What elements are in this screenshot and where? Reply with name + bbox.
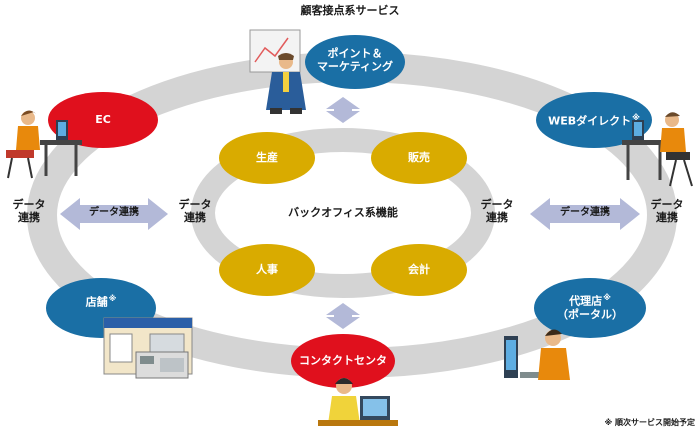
node-web-direct — [536, 92, 652, 148]
web-direct-label: WEBダイレクト※ — [536, 113, 652, 128]
footnote: ※ 順次サービス開始予定 — [604, 418, 695, 427]
hr-label: 人事 — [256, 263, 278, 276]
agency-label: 代理店※ （ポータル） — [534, 293, 646, 321]
store-illustration — [103, 317, 193, 379]
top-double-arrow — [326, 97, 360, 123]
accounting-label: 会計 — [408, 263, 430, 276]
back-office-label: バックオフィス系機能 — [288, 206, 398, 219]
production-label: 生産 — [256, 151, 278, 164]
store-label: 店舗※ — [46, 294, 156, 309]
point-marketing-line1: ポイント＆ — [327, 47, 383, 60]
data-link-far-left: データ連携 — [12, 198, 46, 225]
contact-center-illustration — [318, 378, 398, 426]
node-accounting — [371, 244, 467, 296]
data-link-right-arrow-label: データ連携 — [560, 207, 610, 218]
data-link-inner-right: データ連携 — [480, 198, 514, 225]
ec-user-illustration — [6, 110, 82, 179]
presenter-illustration — [249, 29, 306, 114]
agency-line1: 代理店 — [569, 294, 603, 308]
node-point-marketing — [305, 35, 405, 89]
node-hr — [219, 244, 315, 296]
right-double-arrow — [530, 198, 640, 230]
point-marketing-label: ポイント＆ マーケティング — [305, 47, 405, 73]
agency-line2: （ポータル） — [557, 307, 623, 321]
data-link-far-right: データ連携 — [650, 198, 684, 225]
web-user-illustration — [622, 112, 693, 187]
ec-label: EC — [95, 113, 111, 126]
node-production — [219, 132, 315, 184]
node-ec — [48, 92, 158, 148]
contact-center-label: コンタクトセンタ — [299, 354, 387, 367]
store-mark: ※ — [108, 294, 117, 303]
store-text: 店舗 — [85, 295, 108, 309]
sales-label: 販売 — [408, 151, 430, 164]
node-contact-center — [291, 334, 395, 388]
agency-user-illustration — [504, 329, 570, 380]
bottom-double-arrow — [326, 303, 360, 329]
data-link-left-arrow-label: データ連携 — [89, 207, 139, 218]
node-sales — [371, 132, 467, 184]
point-marketing-line2: マーケティング — [316, 60, 394, 74]
web-direct-mark: ※ — [632, 113, 640, 122]
node-agency — [534, 278, 646, 338]
data-link-inner-left: データ連携 — [178, 198, 212, 225]
inner-ring — [191, 128, 495, 298]
left-double-arrow — [60, 198, 168, 230]
web-direct-text: WEBダイレクト — [548, 114, 632, 128]
diagram-title: 顧客接点系サービス — [300, 4, 400, 17]
agency-mark: ※ — [603, 293, 611, 302]
